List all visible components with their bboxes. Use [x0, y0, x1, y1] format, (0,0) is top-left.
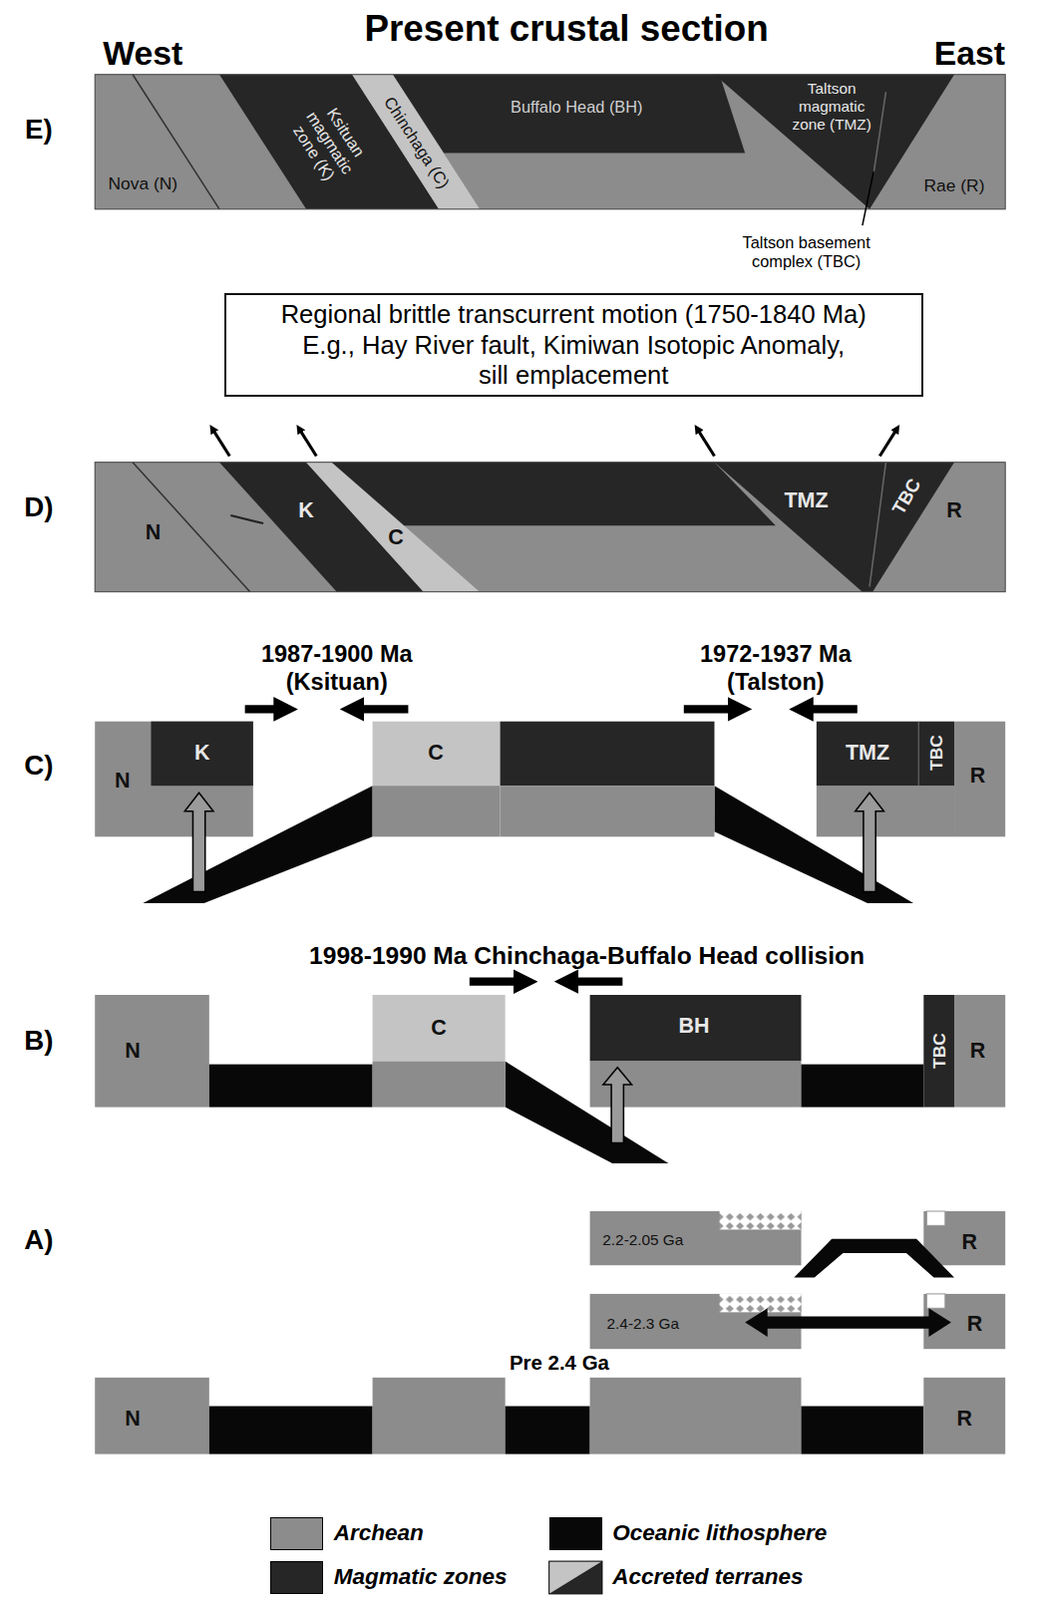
terrane-label: C	[430, 1015, 447, 1040]
magmatic-zone-region: Taltson magmatic zone (TMZ)	[775, 75, 889, 139]
terrane-label: Buffalo Head (BH)	[510, 97, 643, 117]
terrane-label: R	[970, 763, 987, 789]
callout-label: Taltson basement complex (TBC)	[719, 233, 894, 272]
legend-swatch	[270, 1517, 324, 1551]
panel-letter: E)	[24, 113, 53, 146]
event-age-label: 1987-1900 Ma (Ksituan)	[234, 641, 439, 695]
terrane-label: R	[956, 1405, 973, 1431]
terrane-label: Chinchaga (C)	[379, 93, 453, 193]
magmatic-zone-block: TMZ	[816, 721, 919, 786]
legend-label: Magmatic zones	[334, 1564, 508, 1591]
terrane-label: BH	[678, 1013, 709, 1039]
terrane-label: TBC	[929, 1033, 950, 1069]
terrane-label: N	[124, 1039, 141, 1064]
terrane-label: TBC	[887, 475, 925, 519]
terrane-block: BH	[590, 995, 802, 1062]
terrane-label: TMZ	[845, 740, 890, 766]
direction-label: East	[934, 33, 1006, 73]
terrane-block: N	[94, 995, 210, 1108]
terrane-region: Rae (R)	[911, 171, 998, 203]
magmatic-zone-band: K	[286, 492, 328, 529]
terrane-block: R	[923, 1211, 1006, 1266]
legend-label: Oceanic lithosphere	[612, 1520, 827, 1547]
magmatic-zone-block: K	[150, 721, 253, 786]
terrane-block: C	[372, 995, 506, 1062]
panel-c	[94, 708, 1006, 903]
event-age-label: 1998-1990 Ma Chinchaga-Buffalo Head coll…	[309, 942, 865, 971]
terrane-region: R	[939, 492, 971, 529]
terrane-label: Ksituan magmatic zone (K)	[279, 86, 379, 199]
terrane-label: Nova (N)	[107, 173, 178, 194]
legend-label: Accreted terranes	[612, 1564, 803, 1591]
legend-accreted-sample	[549, 1561, 603, 1595]
panel-d	[94, 428, 1006, 593]
panel-letter: C)	[23, 749, 53, 782]
terrane-label: C	[387, 525, 404, 551]
terrane-label: C	[427, 740, 444, 766]
note-box: Regional brittle transcurrent motion (17…	[224, 293, 924, 397]
terrane-band: Chinchaga (C)	[377, 79, 460, 207]
terrane-block: 2.4-2.3 Ga	[590, 1294, 802, 1350]
note-body: E.g., Hay River fault, Kimiwan Isotopic …	[288, 330, 860, 391]
terrane-region: Buffalo Head (BH)	[479, 86, 674, 128]
terrane-label: 2.4-2.3 Ga	[607, 1315, 681, 1334]
terrane-label: N	[124, 1405, 141, 1431]
terrane-label: N	[114, 768, 131, 794]
direction-label: West	[102, 33, 183, 73]
terrane-label: R	[962, 1229, 979, 1255]
terrane-label: N	[145, 520, 162, 546]
terrane-block: TBC	[923, 995, 955, 1108]
magmatic-zone-band: Ksituan magmatic zone (K)	[260, 76, 403, 208]
panel-e	[94, 74, 1006, 226]
stage-age-label: Pre 2.4 Ga	[509, 1352, 610, 1377]
terrane-label: TBC	[926, 734, 947, 771]
terrane-region: N	[132, 515, 174, 552]
terrane-block: 2.2-2.05 Ga	[590, 1211, 802, 1266]
terrane-label: TMZ	[784, 487, 829, 513]
terrane-block: R	[954, 995, 1006, 1108]
event-age-label: 1972-1937 Ma (Talston)	[674, 641, 879, 695]
terrane-label: Taltson magmatic zone (TMZ)	[780, 79, 883, 133]
note-heading: Regional brittle transcurrent motion (17…	[281, 299, 867, 331]
terrane-block: R	[954, 721, 1006, 838]
terrane-label: R	[970, 1039, 987, 1064]
terrane-band: C	[375, 520, 417, 557]
magmatic-zone-region: TMZ	[767, 482, 846, 519]
terrane-block: TBC	[918, 721, 955, 786]
terrane-block: R	[923, 1294, 1006, 1350]
panel-a	[94, 1211, 1006, 1455]
terrane-block: C	[372, 721, 501, 786]
panel-letter: B)	[23, 1025, 53, 1057]
terrane-region: Nova (N)	[96, 163, 199, 205]
terrane-label: K	[194, 740, 211, 766]
terrane-block: R	[923, 1378, 1006, 1455]
terrane-band: TBC	[883, 469, 929, 525]
panel-b	[94, 982, 1006, 1164]
terrane-label: R	[946, 497, 963, 523]
legend-swatch	[549, 1517, 603, 1551]
legend-swatch	[270, 1561, 324, 1595]
panel-letter: D)	[23, 491, 53, 524]
terrane-label: K	[298, 497, 315, 523]
panel-letter: A)	[23, 1224, 53, 1257]
terrane-block: NK	[94, 721, 254, 838]
terrane-label: R	[967, 1311, 984, 1337]
legend-label: Archean	[334, 1520, 424, 1547]
terrane-label: Rae (R)	[924, 175, 986, 196]
terrane-block: N	[94, 1378, 210, 1455]
terrane-label: 2.2-2.05 Ga	[602, 1231, 684, 1250]
diagram-title: Present crustal section	[363, 6, 768, 49]
